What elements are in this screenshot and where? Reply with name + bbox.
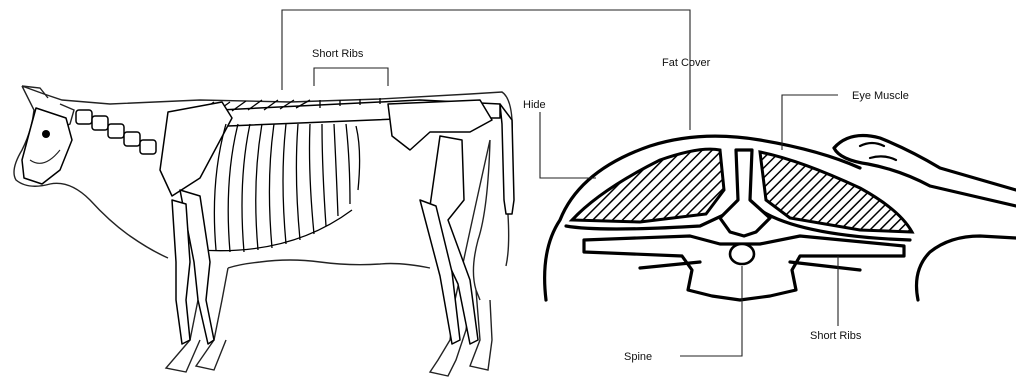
tail-bone (500, 104, 514, 214)
leader-lines (282, 10, 838, 356)
neck-vertebrae (76, 110, 156, 154)
front-leg-bones-2 (172, 200, 190, 344)
rib-cage (200, 124, 360, 252)
cow-skeleton-illustration (14, 86, 514, 376)
label-short-ribs-top: Short Ribs (312, 48, 364, 60)
cow-eye (42, 130, 50, 138)
label-hide: Hide (523, 99, 546, 111)
cow-skull (22, 108, 72, 184)
hand-fingers (860, 143, 896, 160)
label-eye-muscle: Eye Muscle (852, 90, 909, 102)
label-fat-cover: Fat Cover (662, 57, 711, 69)
left-eye-muscle (572, 149, 724, 222)
hide-leader (540, 112, 596, 178)
shoulder-blade (160, 102, 232, 196)
short-ribs-top-bracket (314, 68, 388, 86)
label-short-ribs-bottom: Short Ribs (810, 330, 862, 342)
cross-section-illustration (545, 136, 1016, 300)
label-spine: Spine (624, 351, 652, 363)
eye-muscle-leader (782, 95, 838, 150)
spinal-canal (730, 244, 754, 264)
